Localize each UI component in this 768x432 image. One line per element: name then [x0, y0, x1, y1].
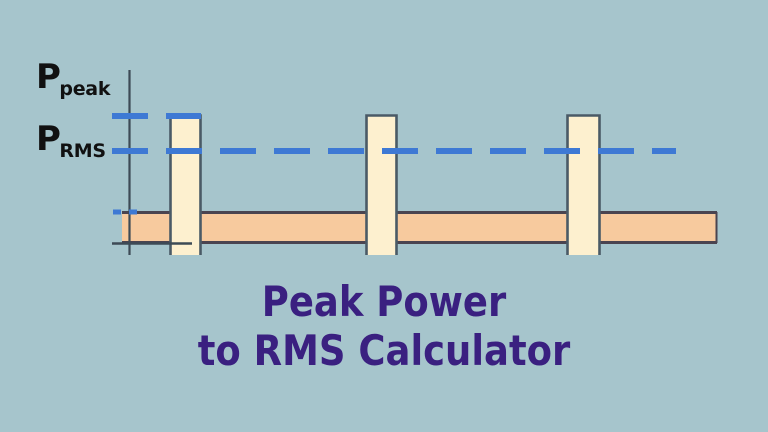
page-title: Peak Power to RMS Calculator: [0, 277, 768, 375]
page-title-line-1: Peak Power: [261, 277, 507, 326]
pulse-2-outline: [365, 114, 398, 255]
p-rms-label-base: P: [36, 119, 61, 159]
average-power-band: [122, 211, 718, 244]
pulse-2-fill: [366, 115, 397, 255]
p-peak-label-subscript: peak: [59, 78, 111, 100]
p-rms-label: PRMS: [36, 119, 107, 161]
pulse-3-fill: [567, 115, 600, 255]
waveform-svg: [112, 70, 718, 255]
pulse-1: [169, 114, 202, 255]
page-title-line-2: to RMS Calculator: [197, 325, 571, 375]
p-peak-label-base: P: [36, 57, 61, 97]
power-waveform-figure: Ppeak PRMS: [36, 57, 718, 255]
p-peak-label: Ppeak: [36, 57, 111, 99]
pulse-2: [365, 114, 398, 255]
average-band-fill: [122, 212, 717, 243]
pulse-3-outline: [566, 114, 601, 255]
pulse-1-fill: [170, 115, 201, 255]
pulse-3: [566, 114, 601, 255]
p-rms-label-subscript: RMS: [59, 140, 106, 162]
